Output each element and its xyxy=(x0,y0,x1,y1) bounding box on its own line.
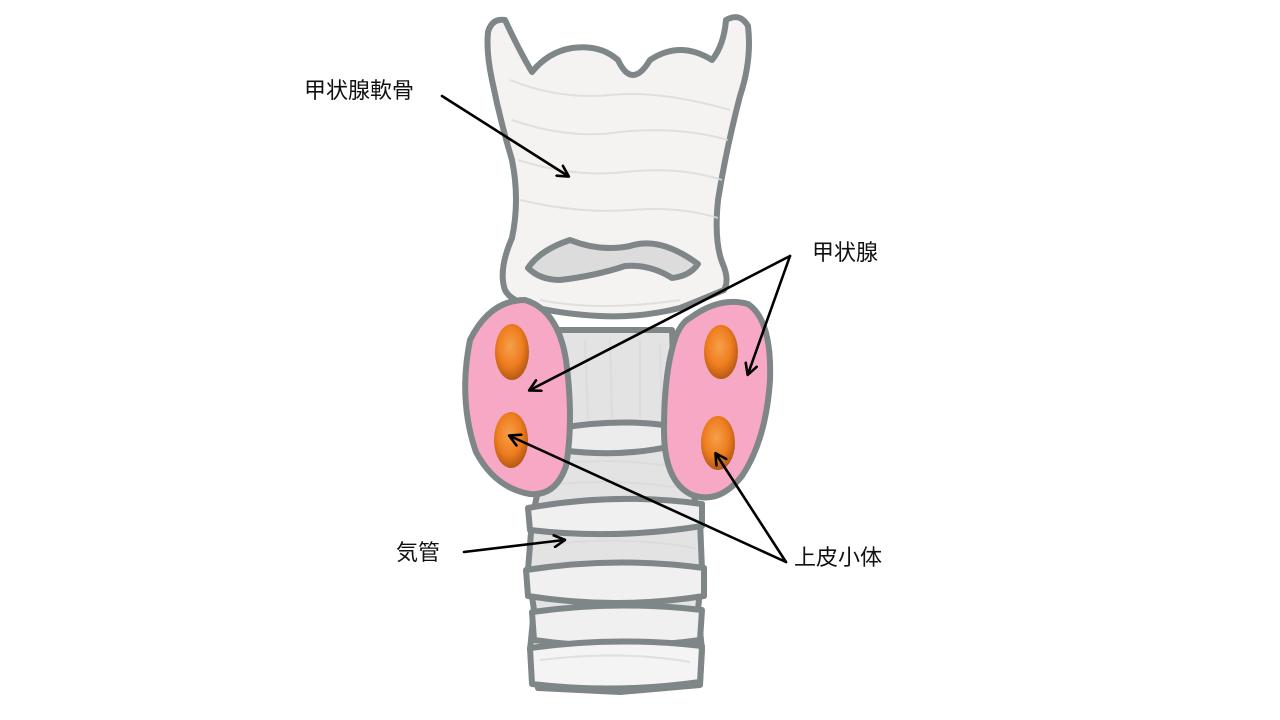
parathyroid-upper-left xyxy=(495,324,529,380)
tracheal-ring xyxy=(527,638,705,692)
label-thyroid-gland: 甲状腺 xyxy=(812,241,878,266)
thyroid-cartilage xyxy=(484,14,752,320)
pointer-arrows xyxy=(440,94,792,564)
tracheal-ring xyxy=(557,419,675,457)
thyroid-lobe-right xyxy=(661,298,774,501)
label-trachea: 気管 xyxy=(396,541,440,566)
thyroid-gland xyxy=(462,297,774,501)
parathyroid-glands xyxy=(494,324,738,470)
tracheal-ring xyxy=(523,559,707,606)
arrow-parathyroid-right xyxy=(716,454,788,564)
parathyroid-lower-right xyxy=(701,416,735,470)
tracheal-ring xyxy=(525,495,705,538)
arrow-trachea xyxy=(462,540,564,554)
parathyroid-upper-right xyxy=(704,325,738,379)
parathyroid-lower-left xyxy=(494,412,528,468)
arrow-thyroid-left xyxy=(530,254,792,390)
label-thyroid-cartilage: 甲状腺軟骨 xyxy=(304,79,414,104)
arrow-thyroid-cartilage xyxy=(440,94,568,176)
arrow-thyroid-right xyxy=(748,254,792,374)
thyroid-lobe-left xyxy=(462,297,573,498)
cricoid-notch xyxy=(525,237,701,283)
arrow-parathyroid-left xyxy=(510,436,788,564)
label-parathyroid: 上皮小体 xyxy=(794,546,882,571)
